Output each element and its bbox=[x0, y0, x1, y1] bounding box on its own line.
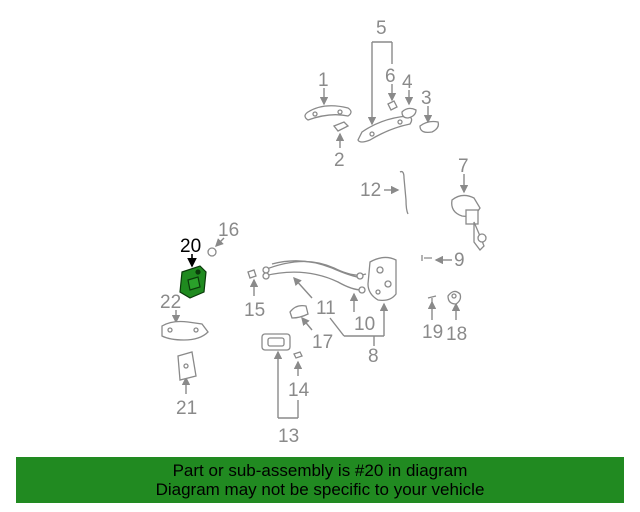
callout-10: 10 bbox=[354, 314, 375, 335]
callout-8: 8 bbox=[368, 346, 379, 367]
info-banner: Part or sub-assembly is #20 in diagram D… bbox=[16, 457, 624, 503]
callout-4: 4 bbox=[402, 72, 413, 93]
banner-line-2: Diagram may not be specific to your vehi… bbox=[155, 480, 485, 499]
callout-11: 11 bbox=[316, 298, 336, 319]
callout-7: 7 bbox=[458, 156, 469, 177]
callout-1: 1 bbox=[318, 70, 329, 91]
parts-diagram: 1 2 3 4 5 6 7 8 9 10 11 12 13 14 15 16 1… bbox=[160, 18, 487, 447]
callout-18: 18 bbox=[446, 324, 467, 345]
callout-12: 12 bbox=[360, 180, 381, 201]
callout-15: 15 bbox=[244, 300, 265, 321]
callout-17: 17 bbox=[312, 332, 333, 353]
callout-2: 2 bbox=[334, 150, 345, 171]
callout-3: 3 bbox=[421, 88, 432, 109]
callout-14: 14 bbox=[288, 380, 310, 401]
highlighted-part-20 bbox=[179, 265, 207, 299]
callout-22: 22 bbox=[160, 292, 181, 313]
callout-21: 21 bbox=[176, 398, 197, 419]
callout-5: 5 bbox=[376, 18, 387, 39]
callout-9: 9 bbox=[454, 250, 465, 271]
callout-20: 20 bbox=[180, 236, 201, 257]
callout-6: 6 bbox=[385, 66, 396, 87]
banner-line-1: Part or sub-assembly is #20 in diagram bbox=[172, 461, 468, 480]
callout-19: 19 bbox=[422, 322, 443, 343]
callout-16: 16 bbox=[218, 220, 239, 241]
callout-13: 13 bbox=[278, 426, 299, 447]
